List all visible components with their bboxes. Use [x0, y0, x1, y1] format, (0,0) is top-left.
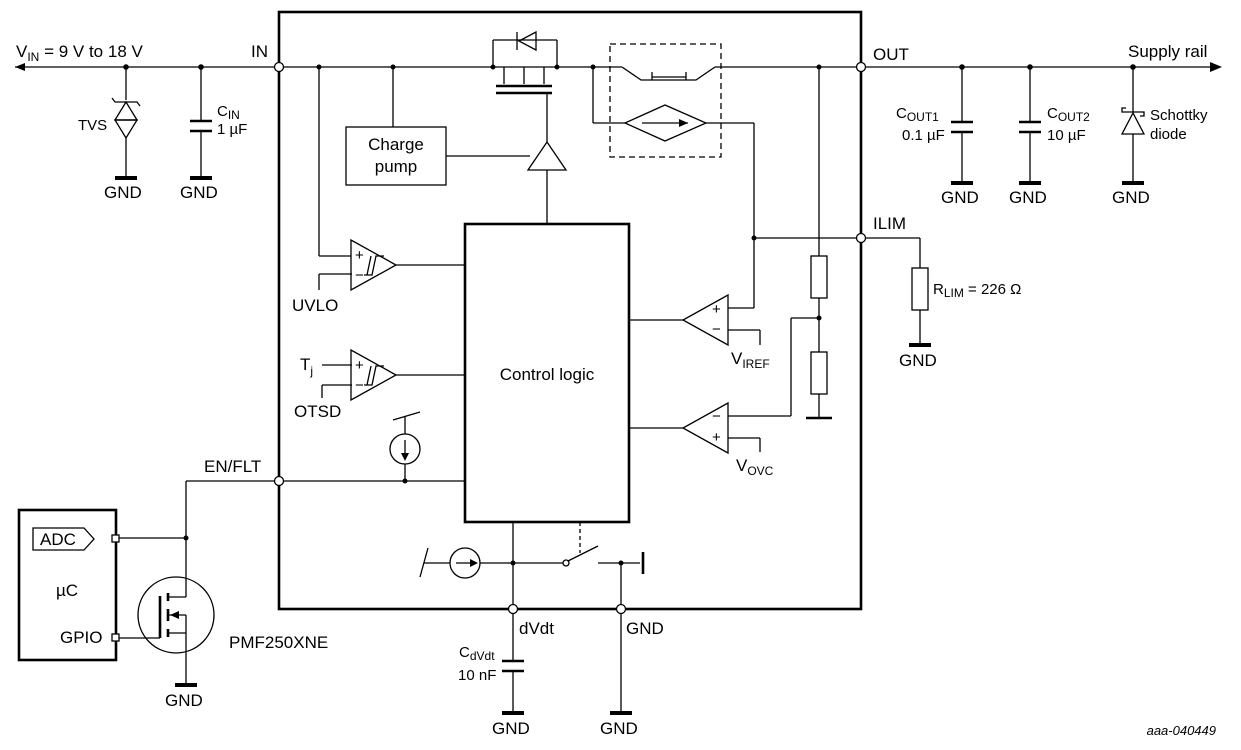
dvdt-current-source — [419, 522, 645, 604]
internal-rail — [284, 64, 496, 257]
ilim-net — [728, 123, 856, 309]
gate-driver — [526, 140, 568, 171]
en-flt-external-net — [119, 480, 274, 579]
pin-dvdt-label: dVdt — [519, 619, 554, 638]
gnd-label-gndpin: GND — [600, 719, 638, 738]
charge-pump-label-1: Charge — [368, 135, 424, 154]
pin-in-label: IN — [251, 42, 268, 61]
input-section — [15, 63, 274, 180]
gpio-pin — [111, 633, 120, 642]
viref-minus: − — [712, 321, 721, 338]
pin-ilim-label: ILIM — [873, 214, 906, 233]
otsd-plus: + — [355, 357, 364, 374]
viref-label: VIREF — [731, 349, 770, 371]
charge-pump-label-2: pump — [375, 157, 418, 176]
vovc-minus: − — [712, 408, 721, 425]
adc-label: ADC — [40, 530, 76, 549]
uvlo-label: UVLO — [292, 296, 338, 315]
uvlo-plus: + — [355, 247, 364, 264]
figure-ref: aaa-040449 — [1147, 723, 1216, 738]
external-mosfet — [119, 576, 215, 687]
gnd-label-cin: GND — [180, 183, 218, 202]
mosfet-label: PMF250XNE — [229, 633, 328, 652]
cin-label: CIN — [217, 103, 240, 122]
supply-rail-label: Supply rail — [1128, 42, 1207, 61]
tvs-diode — [111, 67, 141, 180]
gnd-label-tvs: GND — [104, 183, 142, 202]
gnd-label-schottky: GND — [1112, 188, 1150, 207]
microcontroller-block — [17, 508, 118, 662]
pin-out — [855, 61, 867, 73]
overvoltage-comparator — [629, 401, 761, 455]
uvlo-comparator — [318, 238, 465, 292]
ic-boundary — [277, 10, 863, 611]
cdvdt-value: 10 nF — [458, 667, 496, 684]
adc-pin — [111, 534, 120, 543]
pin-en-flt — [273, 475, 285, 487]
reverse-current-block — [557, 43, 856, 158]
current-limit-amplifier — [629, 293, 761, 347]
pin-dvdt — [507, 603, 519, 615]
gnd-label-cout2: GND — [1009, 188, 1047, 207]
uvlo-minus: − — [355, 267, 364, 284]
pin-in — [273, 61, 285, 73]
adc-port — [32, 527, 95, 551]
schottky-label-1: Schottky — [1150, 107, 1208, 124]
otsd-minus: − — [355, 377, 364, 394]
charge-pump-block — [345, 126, 447, 186]
pin-en-flt-label: EN/FLT — [204, 457, 261, 476]
pin-gnd-label: GND — [626, 619, 664, 638]
cout2-value: 10 µF — [1047, 127, 1086, 144]
gnd-label-cdvdt: GND — [492, 719, 530, 738]
gpio-label: GPIO — [60, 628, 103, 647]
otsd-label: OTSD — [294, 402, 341, 421]
vin-label: VIN = 9 V to 18 V — [16, 42, 143, 64]
vovc-plus: + — [712, 429, 721, 446]
cout2-label: COUT2 — [1047, 105, 1090, 124]
tvs-label: TVS — [78, 117, 107, 134]
pin-out-label: OUT — [873, 45, 909, 64]
cdvdt-label: CdVdt — [459, 644, 495, 663]
gnd-label-cout1: GND — [941, 188, 979, 207]
cout1-label: COUT1 — [896, 105, 939, 124]
cout1-value: 0.1 µF — [902, 127, 945, 144]
power-mosfet — [492, 30, 560, 142]
mcu-label: µC — [56, 581, 78, 600]
cin-capacitor — [188, 67, 214, 180]
rlim-label: RLIM = 226 Ω — [933, 281, 1021, 300]
pin-ilim — [855, 232, 867, 244]
gnd-label-rlim: GND — [899, 351, 937, 370]
control-logic-block — [463, 222, 631, 524]
vovc-label: VOVC — [736, 456, 774, 478]
gnd-pin-net — [608, 614, 634, 715]
dvdt-capacitor — [500, 614, 526, 715]
schottky-label-2: diode — [1150, 126, 1187, 143]
gnd-label-mosfet: GND — [165, 691, 203, 710]
otsd-comparator — [321, 348, 465, 402]
out-sense — [728, 64, 832, 420]
tj-label: Tj — [300, 355, 313, 378]
control-logic-label: Control logic — [500, 365, 595, 384]
cin-value: 1 µF — [217, 121, 247, 138]
pin-gnd — [615, 603, 627, 615]
output-section — [866, 62, 1222, 347]
viref-plus: + — [712, 301, 721, 318]
en-current-source — [389, 411, 421, 484]
